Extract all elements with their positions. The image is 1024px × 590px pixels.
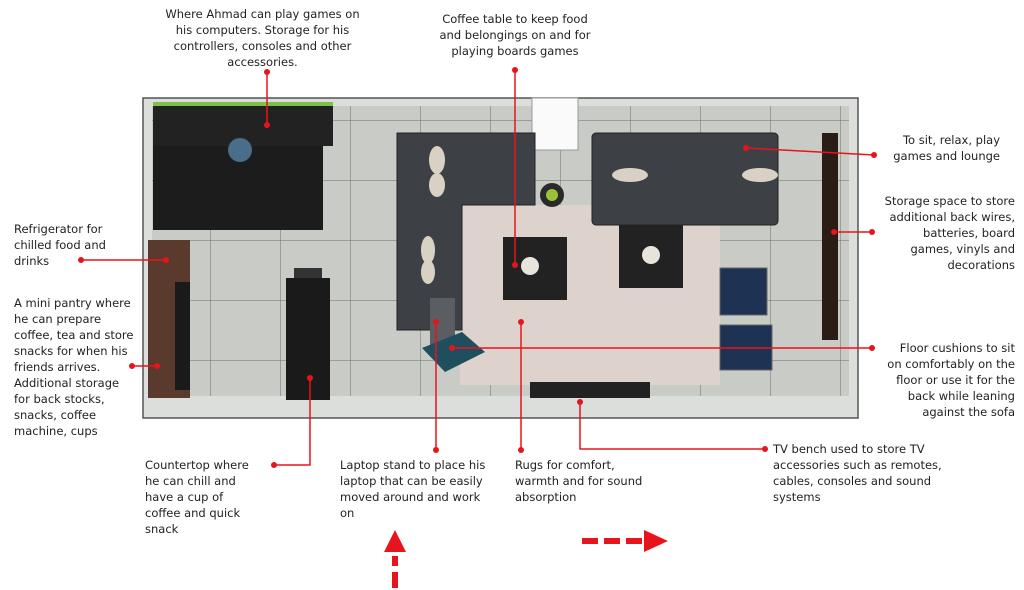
annotation-countertop: Countertop where he can chill and have a… [145,458,249,536]
armchair-1 [719,267,768,316]
coffee-station [531,97,579,151]
annotation-tv-bench: TV bench used to store TV accessories su… [773,442,942,504]
annotation-coffee-table: Coffee table to keep food and belongings… [439,12,591,58]
arrow-right-icon [582,530,668,552]
annotation-pantry: A mini pantry where he can prepare coffe… [14,296,134,438]
annotation-refrigerator: Refrigerator for chilled food and drinks [14,222,106,268]
annotation-laptop-stand: Laptop stand to place his laptop that ca… [340,458,486,520]
annotation-gaming-desk: Where Ahmad can play games on his comput… [165,7,360,69]
gaming-chair [228,138,252,162]
annotation-sofa: To sit, relax, play games and lounge [893,133,1000,163]
right-sofa [591,132,779,226]
floor-cushion [422,332,485,372]
annotation-rugs: Rugs for comfort, warmth and for sound a… [515,458,643,504]
tv-bench [530,382,650,398]
pantry-counter [175,282,190,390]
annotation-floor-cushions: Floor cushions to sit on comfortably on … [887,341,1015,419]
pointer-dots [78,67,877,468]
pointer-lines [81,70,875,466]
countertop [286,278,330,400]
arrow-up-icon [384,530,406,588]
storage-shelf [822,133,838,340]
annotation-storage: Storage space to store additional back w… [884,194,1015,272]
